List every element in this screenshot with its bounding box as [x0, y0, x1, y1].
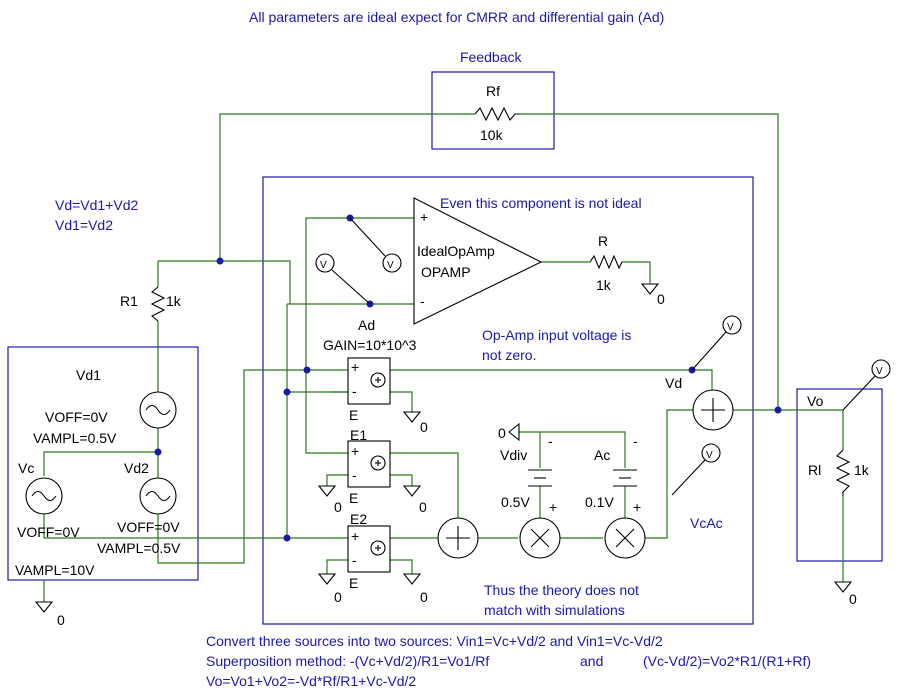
net-vd: Vd: [665, 375, 682, 391]
marker-left-1: V: [320, 260, 327, 271]
conclusion-2: match with simulations: [484, 602, 625, 618]
e2-minus: -: [352, 552, 357, 568]
ad-gain: GAIN=10*10^3: [323, 337, 417, 353]
opamp-plus: +: [420, 209, 428, 225]
footer-line-2b: and: [580, 653, 603, 669]
e-label: E: [349, 407, 358, 423]
inner-frame: [262, 176, 754, 625]
ground-label-e1-left: 0: [334, 499, 342, 515]
ground-label-e2-left: 0: [334, 589, 342, 605]
source-relation-2: Vd1=Vd2: [55, 217, 113, 233]
feedback-frame: [431, 71, 555, 150]
resistor-r: [589, 254, 623, 270]
probe-markers: [315, 217, 891, 496]
opamp-model: OPAMP: [421, 264, 471, 280]
e2-label: E2: [350, 511, 367, 527]
source-vd2: [139, 477, 177, 515]
ac-value: 0.1V: [585, 494, 614, 510]
source-relation-1: Vd=Vd1+Vd2: [55, 197, 139, 213]
e2-e-label: E: [349, 575, 358, 591]
source-vd1: [139, 391, 177, 429]
resistor-rf: [474, 106, 520, 122]
rf-label: Rf: [486, 83, 500, 99]
source-vc: [25, 477, 63, 515]
marker-left-2: V: [387, 260, 394, 271]
vcvs-e1: [347, 440, 391, 488]
vdiv-minus: -: [548, 433, 553, 449]
marker-vd: V: [727, 322, 734, 333]
ground-label-e2-right: 0: [420, 589, 428, 605]
r-name: R: [598, 233, 608, 249]
rl-name: Rl: [808, 462, 821, 478]
vc-name: Vc: [18, 460, 34, 476]
marker-vo: V: [876, 366, 883, 377]
net-vo: Vo: [807, 393, 824, 409]
vdiv-name: Vdiv: [500, 447, 527, 463]
summer-1: [437, 517, 479, 559]
footer-line-2a: Superposition method: -(Vc+Vd/2)/R1=Vo1/…: [206, 653, 489, 669]
multiplier-ac: [604, 517, 646, 559]
load-frame: [796, 388, 883, 562]
vdiv-plus: +: [549, 499, 557, 515]
marker-vcac: V: [706, 450, 713, 461]
opamp-part: IdealOpAmp: [417, 243, 495, 259]
opamp-note: Even this component is not ideal: [440, 195, 642, 211]
vc-voff: VOFF=0V: [17, 524, 80, 540]
ac-name: Ac: [594, 447, 610, 463]
vd1-vampl: VAMPL=0.5V: [33, 430, 117, 446]
footer-line-2c: (Vc-Vd/2)=Vo2*R1/(R1+Rf): [643, 653, 811, 669]
ground-label-e: 0: [420, 419, 428, 435]
ground-symbols: [34, 283, 853, 613]
ground-label-e1-right: 0: [419, 499, 427, 515]
vd1-voff: VOFF=0V: [45, 409, 108, 425]
e1-plus: +: [351, 443, 359, 459]
footer-line-1: Convert three sources into two sources: …: [206, 633, 663, 649]
header-note: All parameters are ideal expect for CMRR…: [249, 9, 664, 25]
ground-label-opamp: 0: [657, 291, 665, 307]
resistor-r1: [150, 286, 166, 322]
vdiv-value: 0.5V: [501, 494, 530, 510]
opamp-minus: -: [420, 293, 425, 309]
opamp-input-note-2: not zero.: [482, 347, 536, 363]
e1-label: E1: [350, 427, 367, 443]
e1-minus: -: [352, 467, 357, 483]
vcvs-e2: [347, 525, 391, 573]
conclusion-1: Thus the theory does not: [484, 582, 639, 598]
e2-plus: +: [351, 528, 359, 544]
vd1-name: Vd1: [76, 367, 101, 383]
e-minus: -: [352, 383, 357, 399]
summer-vd: [692, 389, 734, 431]
ac-plus: +: [633, 499, 641, 515]
r1-name: R1: [120, 293, 138, 309]
opamp-input-note-1: Op-Amp input voltage is: [482, 327, 631, 343]
vd2-name: Vd2: [124, 460, 149, 476]
ground-label-vc: 0: [57, 612, 65, 628]
feedback-title: Feedback: [460, 49, 522, 65]
e1-e-label: E: [349, 490, 358, 506]
resistor-rl: [835, 449, 851, 496]
dc-source-vdiv: [528, 469, 552, 487]
footer-line-3: Vo=Vo1+Vo2=-Vd*Rf/R1+Vc-Vd/2: [206, 673, 416, 689]
vd2-voff: VOFF=0V: [117, 519, 180, 535]
vd2-vampl: VAMPL=0.5V: [97, 540, 181, 556]
opamp-symbol: [413, 197, 543, 325]
e-plus: +: [351, 359, 359, 375]
rl-value: 1k: [854, 462, 870, 478]
net-vcac: VcAc: [690, 515, 723, 531]
r-value: 1k: [596, 277, 612, 293]
vc-vampl: VAMPL=10V: [15, 562, 95, 578]
source-frame: [7, 346, 199, 581]
rf-value: 10k: [480, 127, 504, 143]
vcvs-e: [347, 357, 391, 405]
multiplier-vdiv: [519, 517, 561, 559]
ground-label-rl: 0: [849, 591, 857, 607]
ad-name: Ad: [358, 317, 375, 333]
dc-source-ac: [613, 469, 637, 487]
r1-value: 1k: [166, 293, 182, 309]
ground-label-vdiv: 0: [498, 425, 506, 441]
ac-minus: -: [633, 433, 638, 449]
